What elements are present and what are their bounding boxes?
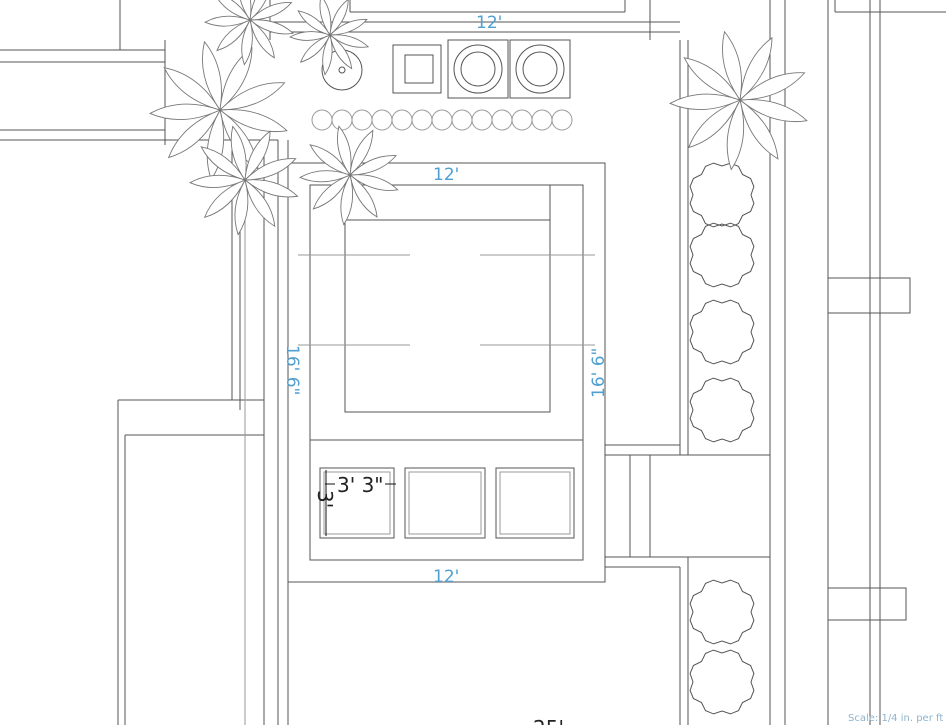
dim-right-length: 16' 6": [589, 348, 609, 398]
ac-fan-icon: [453, 44, 503, 94]
palm-tree-icon: [669, 30, 808, 171]
pergola: [287, 162, 606, 583]
shrub-icon: [491, 109, 513, 131]
daybed: [344, 184, 551, 413]
shrub-icon: [311, 109, 333, 131]
shrub-icon: [391, 109, 413, 131]
ac-fan-icon: [515, 44, 565, 94]
dim-top-width: 12': [476, 13, 502, 33]
dim-bench-width: 12': [433, 567, 459, 587]
dim-box-width: 3' 3": [337, 473, 384, 497]
scale-note: Scale: 1/4 in. per ft: [848, 713, 943, 724]
palm-tree-icon: [299, 125, 399, 226]
wall-lines: [0, 0, 680, 725]
planter-box: [319, 467, 395, 539]
shrub-icon: [331, 109, 353, 131]
boundary: [827, 0, 946, 725]
shrub-icon: [551, 109, 573, 131]
palm-trees: [149, 0, 808, 236]
dim-left-length: 16' 6": [282, 345, 302, 395]
shrub-icon: [371, 109, 393, 131]
shrub-icon: [689, 162, 755, 228]
dim-pergola-width: 12': [433, 165, 459, 185]
dim-bottom: 25': [533, 716, 564, 725]
planter-box: [404, 467, 486, 539]
shrub-icon: [689, 222, 755, 288]
shrub-icon: [451, 109, 473, 131]
palm-tree-icon: [204, 0, 294, 66]
shrub-icon: [689, 299, 755, 365]
planter-box: [495, 467, 575, 539]
shrub-icon: [689, 377, 755, 443]
palm-tree-icon: [189, 125, 299, 236]
shrub-icon: [531, 109, 553, 131]
equipment: [311, 39, 573, 131]
dim-box-depth: 3': [313, 490, 337, 508]
shrub-icon: [511, 109, 533, 131]
palm-tree-icon: [149, 40, 288, 181]
shrub-icon: [411, 109, 433, 131]
shrub-icon: [351, 109, 373, 131]
shrub-icon: [431, 109, 453, 131]
shrub-icon: [471, 109, 493, 131]
shrub-icon: [689, 579, 755, 645]
shrub-icon: [689, 649, 755, 715]
palm-tree-icon: [289, 0, 370, 76]
bench: [309, 439, 584, 561]
